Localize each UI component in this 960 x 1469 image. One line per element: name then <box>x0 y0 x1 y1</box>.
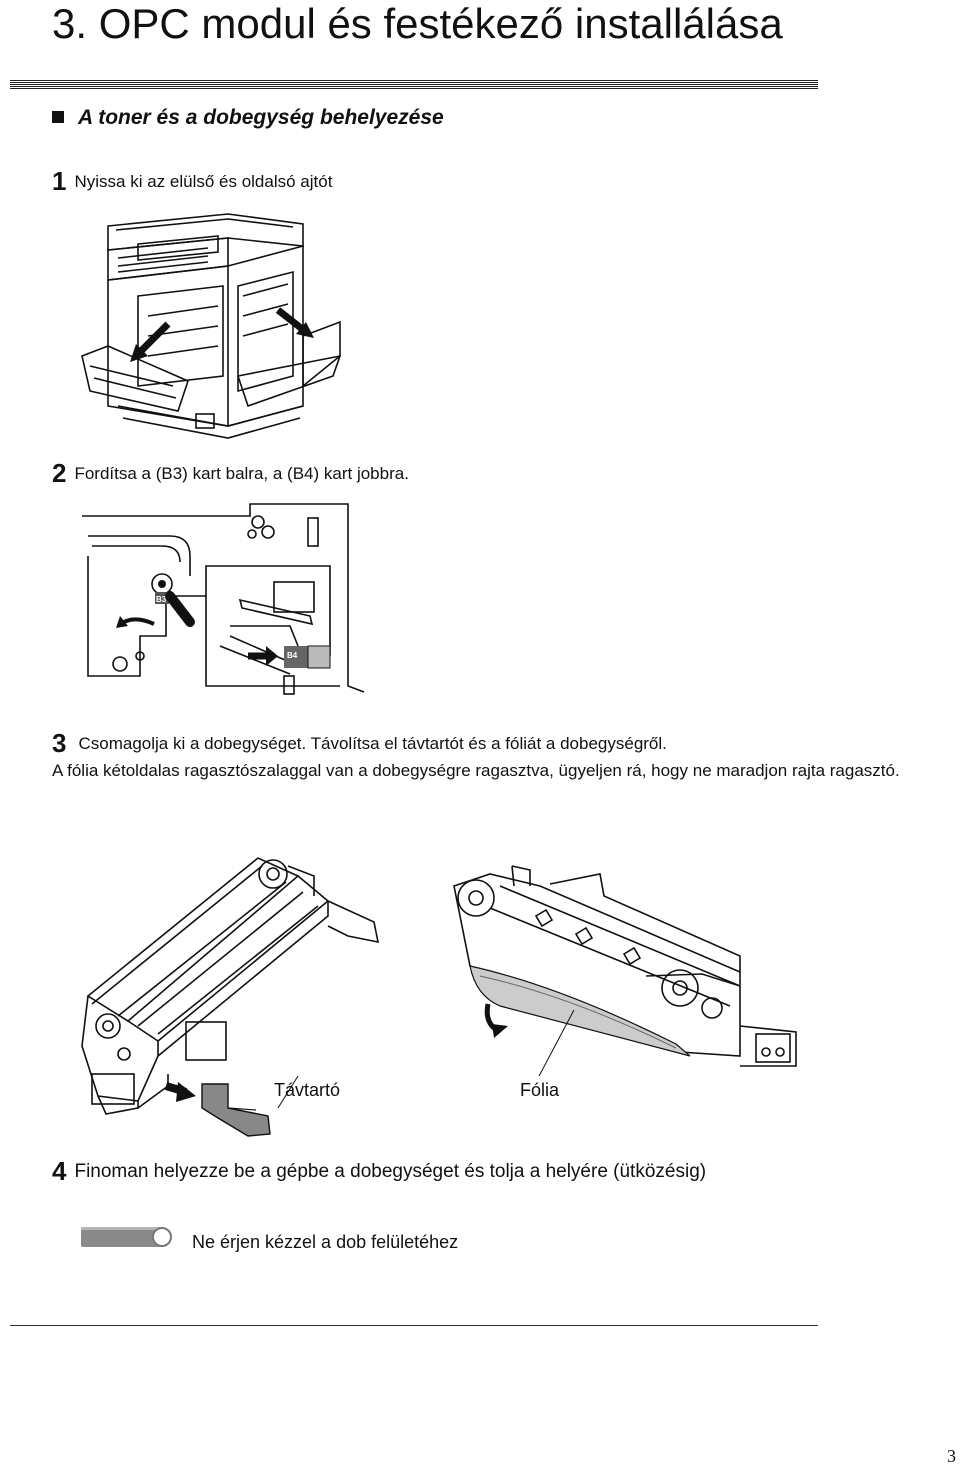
step-3: 3 Csomagolja ki a dobegységet. Távolítsa … <box>52 728 667 759</box>
peel-film-arrow-icon <box>492 1024 508 1038</box>
step-1: 1 Nyissa ki az elülső és oldalsó ajtót <box>52 166 332 197</box>
lever-b4-label: B4 <box>287 651 298 660</box>
step-text: Finoman helyezze be a gépbe a dobegysége… <box>74 1161 707 1182</box>
copier-open-doors-illustration <box>81 213 342 439</box>
page-title: 3. OPC modul és festékező installálása <box>52 0 783 47</box>
step-number: 3 <box>52 728 67 758</box>
page-number: 3 <box>947 1446 956 1466</box>
step-number: 2 <box>52 458 67 488</box>
footer-rule <box>10 1325 818 1326</box>
section-heading-text: A toner és a dobegység behelyezése <box>78 106 444 129</box>
spacer-leader-line <box>277 1075 299 1109</box>
remove-spacer-arrow-icon <box>176 1082 196 1102</box>
spacer-part <box>201 1083 271 1137</box>
step-text: Nyissa ki az elülső és oldalsó ajtót <box>74 172 333 191</box>
levers-b3-b4-illustration: B3 B4 <box>82 503 365 695</box>
drum-unit-spacer-illustration <box>81 857 380 1137</box>
warning-bar-icon <box>81 1227 172 1247</box>
step-4: 4 Finoman helyezze be a gépbe a dobegység… <box>52 1156 706 1187</box>
protective-film <box>469 965 691 1057</box>
section-heading: A toner és a dobegység behelyezése <box>52 106 444 130</box>
warning-text: Ne érjen kézzel a dob felületéhez <box>192 1232 459 1252</box>
film-label: Fólia <box>520 1080 560 1100</box>
drum-unit-film-illustration <box>453 865 797 1076</box>
lever-b3-label: B3 <box>156 595 167 604</box>
step-text: Fordítsa a (B3) kart balra, a (B4) kart … <box>74 464 409 483</box>
step-number: 1 <box>52 166 67 196</box>
step-number: 4 <box>52 1156 67 1186</box>
step-3-detail: A fólia kétoldalas ragasztószalaggal van… <box>52 761 900 780</box>
square-bullet-icon <box>52 111 64 123</box>
step-2: 2 Fordítsa a (B3) kart balra, a (B4) kart… <box>52 458 409 489</box>
step-text: Csomagolja ki a dobegységet. Távolítsa e… <box>78 734 667 753</box>
rotate-left-arrow-icon <box>116 616 128 628</box>
header-rule <box>10 80 818 90</box>
push-right-arrow-icon <box>266 646 278 666</box>
spacer-label: Távtartó <box>274 1080 341 1100</box>
